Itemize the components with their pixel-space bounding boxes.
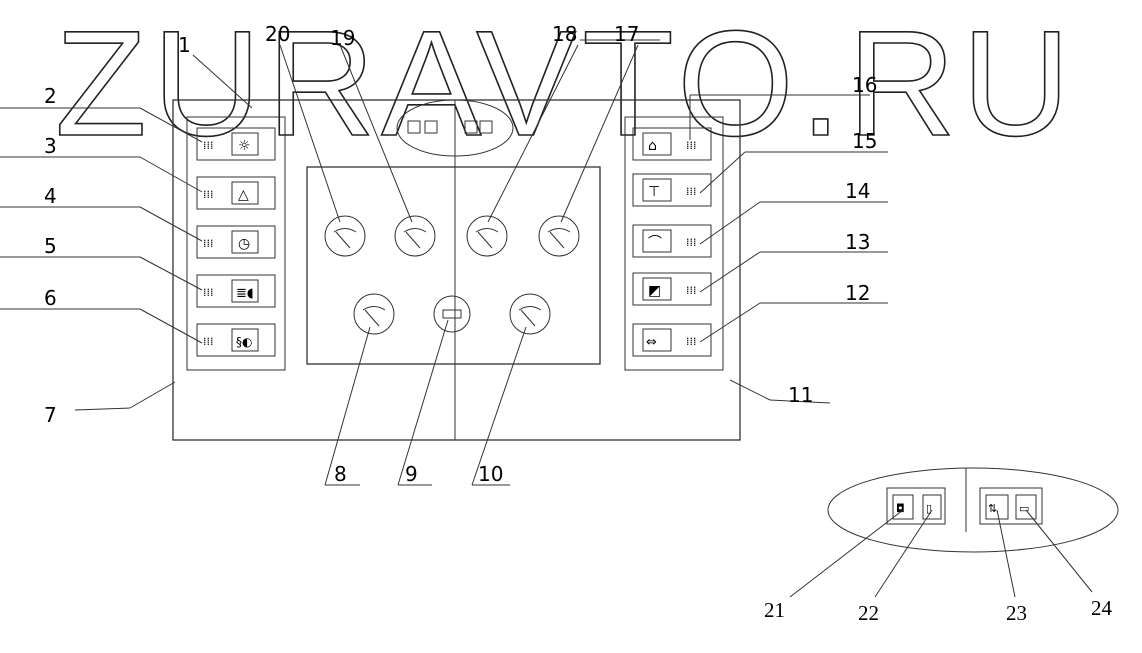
wiper-low-icon: ⊤ bbox=[648, 184, 660, 200]
wiper-high-icon: ⌒ bbox=[648, 235, 662, 251]
label-6: 6 bbox=[44, 286, 57, 310]
label-10: 10 bbox=[478, 462, 503, 486]
turn-signal-icon: ⇔ bbox=[646, 335, 657, 350]
label-23: 23 bbox=[1006, 601, 1027, 625]
cab-heater-icon: ⌂ bbox=[648, 138, 657, 154]
svg-text:⁞⁞⁞: ⁞⁞⁞ bbox=[686, 335, 697, 348]
gauge bbox=[538, 215, 580, 257]
fog-light-icon: ≣◖ bbox=[236, 286, 254, 301]
label-3: 3 bbox=[44, 134, 57, 158]
right-switch-bank: ⌂ ⁞⁞⁞ ⊤ ⁞⁞⁞ ⌒ ⁞⁞⁞ ◩ ⁞⁞⁞ ⇔ ⁞⁞⁞ bbox=[624, 116, 724, 371]
left-switch[interactable]: △ ⁞⁞⁞ bbox=[196, 176, 276, 210]
svg-text:⁞⁞⁞: ⁞⁞⁞ bbox=[686, 284, 697, 297]
label-19: 19 bbox=[330, 26, 355, 50]
svg-text:⁞⁞⁞: ⁞⁞⁞ bbox=[203, 139, 214, 152]
switch-22-icon: ▯ bbox=[926, 502, 932, 515]
switch-24-icon: ▭ bbox=[1019, 502, 1029, 515]
hazard-triangle-icon: △ bbox=[238, 187, 249, 203]
label-8: 8 bbox=[334, 462, 347, 486]
gauge bbox=[394, 215, 436, 257]
svg-text:⁞⁞⁞: ⁞⁞⁞ bbox=[203, 286, 214, 299]
switch-21-icon: ◘ bbox=[896, 502, 905, 515]
label-14: 14 bbox=[845, 179, 870, 203]
svg-text:⁞⁞⁞: ⁞⁞⁞ bbox=[686, 139, 697, 152]
left-switch[interactable]: ☼ ⁞⁞⁞ bbox=[196, 127, 276, 161]
right-switch[interactable]: ⊤ ⁞⁞⁞ bbox=[632, 173, 712, 207]
top-small-switches bbox=[407, 120, 493, 134]
leader-lines bbox=[0, 39, 888, 486]
right-switch[interactable]: ⌒ ⁞⁞⁞ bbox=[632, 224, 712, 258]
gauges bbox=[324, 215, 580, 335]
label-24: 24 bbox=[1091, 596, 1113, 620]
label-9: 9 bbox=[405, 462, 418, 486]
label-11: 11 bbox=[788, 383, 813, 407]
label-2: 2 bbox=[44, 84, 57, 108]
instrument-light-icon: ◷ bbox=[238, 236, 250, 252]
callout-labels: 1 2 3 4 5 6 7 8 9 10 11 12 13 14 15 16 1… bbox=[44, 22, 1113, 625]
gauge-window bbox=[306, 166, 601, 365]
svg-text:⁞⁞⁞: ⁞⁞⁞ bbox=[686, 236, 697, 249]
svg-text:⁞⁞⁞: ⁞⁞⁞ bbox=[686, 185, 697, 198]
svg-text:⁞⁞⁞: ⁞⁞⁞ bbox=[203, 188, 214, 201]
right-switch[interactable]: ◩ ⁞⁞⁞ bbox=[632, 272, 712, 306]
right-switch[interactable]: ⌂ ⁞⁞⁞ bbox=[632, 127, 712, 161]
rear-window-heat-icon: ◩ bbox=[648, 283, 661, 299]
label-7: 7 bbox=[44, 403, 57, 427]
label-12: 12 bbox=[845, 281, 870, 305]
watermark-text: ZURAVTO.RU bbox=[55, 0, 1076, 167]
gauge bbox=[466, 215, 508, 257]
label-13: 13 bbox=[845, 230, 870, 254]
left-switch[interactable]: ≣◖ ⁞⁞⁞ bbox=[196, 274, 276, 308]
left-switch[interactable]: §◐ ⁞⁞⁞ bbox=[196, 323, 276, 357]
label-21: 21 bbox=[764, 598, 785, 622]
svg-text:⁞⁞⁞: ⁞⁞⁞ bbox=[203, 335, 214, 348]
top-switch-oval bbox=[396, 99, 514, 157]
gauge bbox=[353, 293, 395, 335]
gauge bbox=[509, 293, 551, 335]
label-16: 16 bbox=[852, 73, 877, 97]
label-22: 22 bbox=[858, 601, 879, 625]
beacon-lamp-icon: ☼ bbox=[238, 138, 251, 154]
left-switch[interactable]: ◷ ⁞⁞⁞ bbox=[196, 225, 276, 259]
gauge bbox=[324, 215, 366, 257]
label-20: 20 bbox=[265, 22, 290, 46]
hour-meter bbox=[433, 295, 471, 333]
detail-oval: ◘ ▯ ⇅ ▭ bbox=[789, 467, 1119, 598]
label-1: 1 bbox=[178, 33, 191, 57]
label-4: 4 bbox=[44, 184, 57, 208]
label-15: 15 bbox=[852, 129, 877, 153]
label-18: 18 bbox=[552, 22, 577, 46]
label-5: 5 bbox=[44, 234, 57, 258]
svg-text:⁞⁞⁞: ⁞⁞⁞ bbox=[203, 237, 214, 250]
work-lights-icon: §◐ bbox=[236, 335, 252, 349]
left-switch-bank: ☼ ⁞⁞⁞ △ ⁞⁞⁞ ◷ ⁞⁞⁞ ≣◖ ⁞⁞⁞ §◐ ⁞⁞⁞ bbox=[186, 116, 286, 371]
switch-23-icon: ⇅ bbox=[988, 502, 997, 515]
right-switch[interactable]: ⇔ ⁞⁞⁞ bbox=[632, 323, 712, 357]
label-17: 17 bbox=[614, 22, 639, 46]
